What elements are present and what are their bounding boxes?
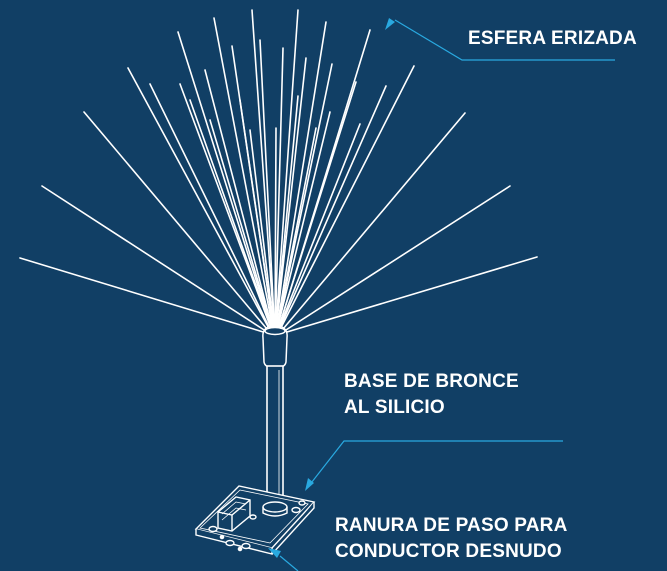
- label-base-bronce: BASE DE BRONCE AL SILICIO: [344, 369, 519, 421]
- label-ranura-paso: RANURA DE PASO PARA CONDUCTOR DESNUDO: [335, 513, 568, 565]
- spike-rod: [251, 9, 276, 335]
- spike-rod: [275, 21, 327, 335]
- spike-rod: [274, 9, 299, 335]
- spike-rod: [239, 99, 276, 335]
- label-base-line2: AL SILICIO: [344, 397, 445, 418]
- spike-rod: [276, 85, 387, 335]
- spike-rod: [179, 83, 274, 335]
- spike-rod: [276, 65, 415, 335]
- spike-rod: [213, 17, 275, 335]
- spike-rod: [249, 129, 276, 335]
- spike-rod: [274, 57, 307, 335]
- spike-rod: [177, 31, 274, 335]
- spike-rod: [275, 63, 333, 335]
- spike-rod: [149, 83, 274, 335]
- spike-rod: [275, 127, 317, 335]
- spike-rod: [209, 119, 275, 335]
- spike-rod: [259, 39, 276, 335]
- spike-rod: [189, 99, 275, 335]
- leader-base: [307, 440, 563, 488]
- base-plate: [194, 485, 316, 555]
- label-ranura-line2: CONDUCTOR DESNUDO: [335, 541, 562, 562]
- spike-rod: [275, 81, 357, 335]
- spike-rod: [41, 185, 272, 335]
- bronze-mast: [266, 365, 284, 507]
- spike-rod: [277, 112, 466, 335]
- spike-rod: [274, 47, 284, 335]
- spike-hub: [262, 326, 288, 369]
- leader-lines: [268, 18, 615, 571]
- label-esfera-text: ESFERA ERIZADA: [468, 28, 637, 49]
- label-ranura-line1: RANURA DE PASO PARA: [335, 515, 568, 536]
- spike-rod: [274, 95, 299, 335]
- spike-rod: [278, 185, 511, 335]
- arrow-base: [305, 478, 314, 491]
- label-esfera-erizada: ESFERA ERIZADA: [468, 26, 637, 52]
- leader-ranura: [279, 555, 299, 571]
- spike-rod: [274, 127, 277, 335]
- spike-rods: [19, 9, 538, 335]
- spike-rod: [204, 69, 275, 335]
- spike-rod: [127, 67, 273, 335]
- arrow-esfera: [385, 18, 395, 30]
- label-base-line1: BASE DE BRONCE: [344, 371, 519, 392]
- arrow-ranura: [268, 548, 281, 558]
- spike-rod: [19, 257, 271, 335]
- spike-rod: [275, 111, 331, 335]
- spike-rod: [83, 111, 272, 335]
- leader-esfera: [394, 19, 615, 61]
- spike-rod: [279, 256, 538, 335]
- spike-rod: [275, 123, 361, 335]
